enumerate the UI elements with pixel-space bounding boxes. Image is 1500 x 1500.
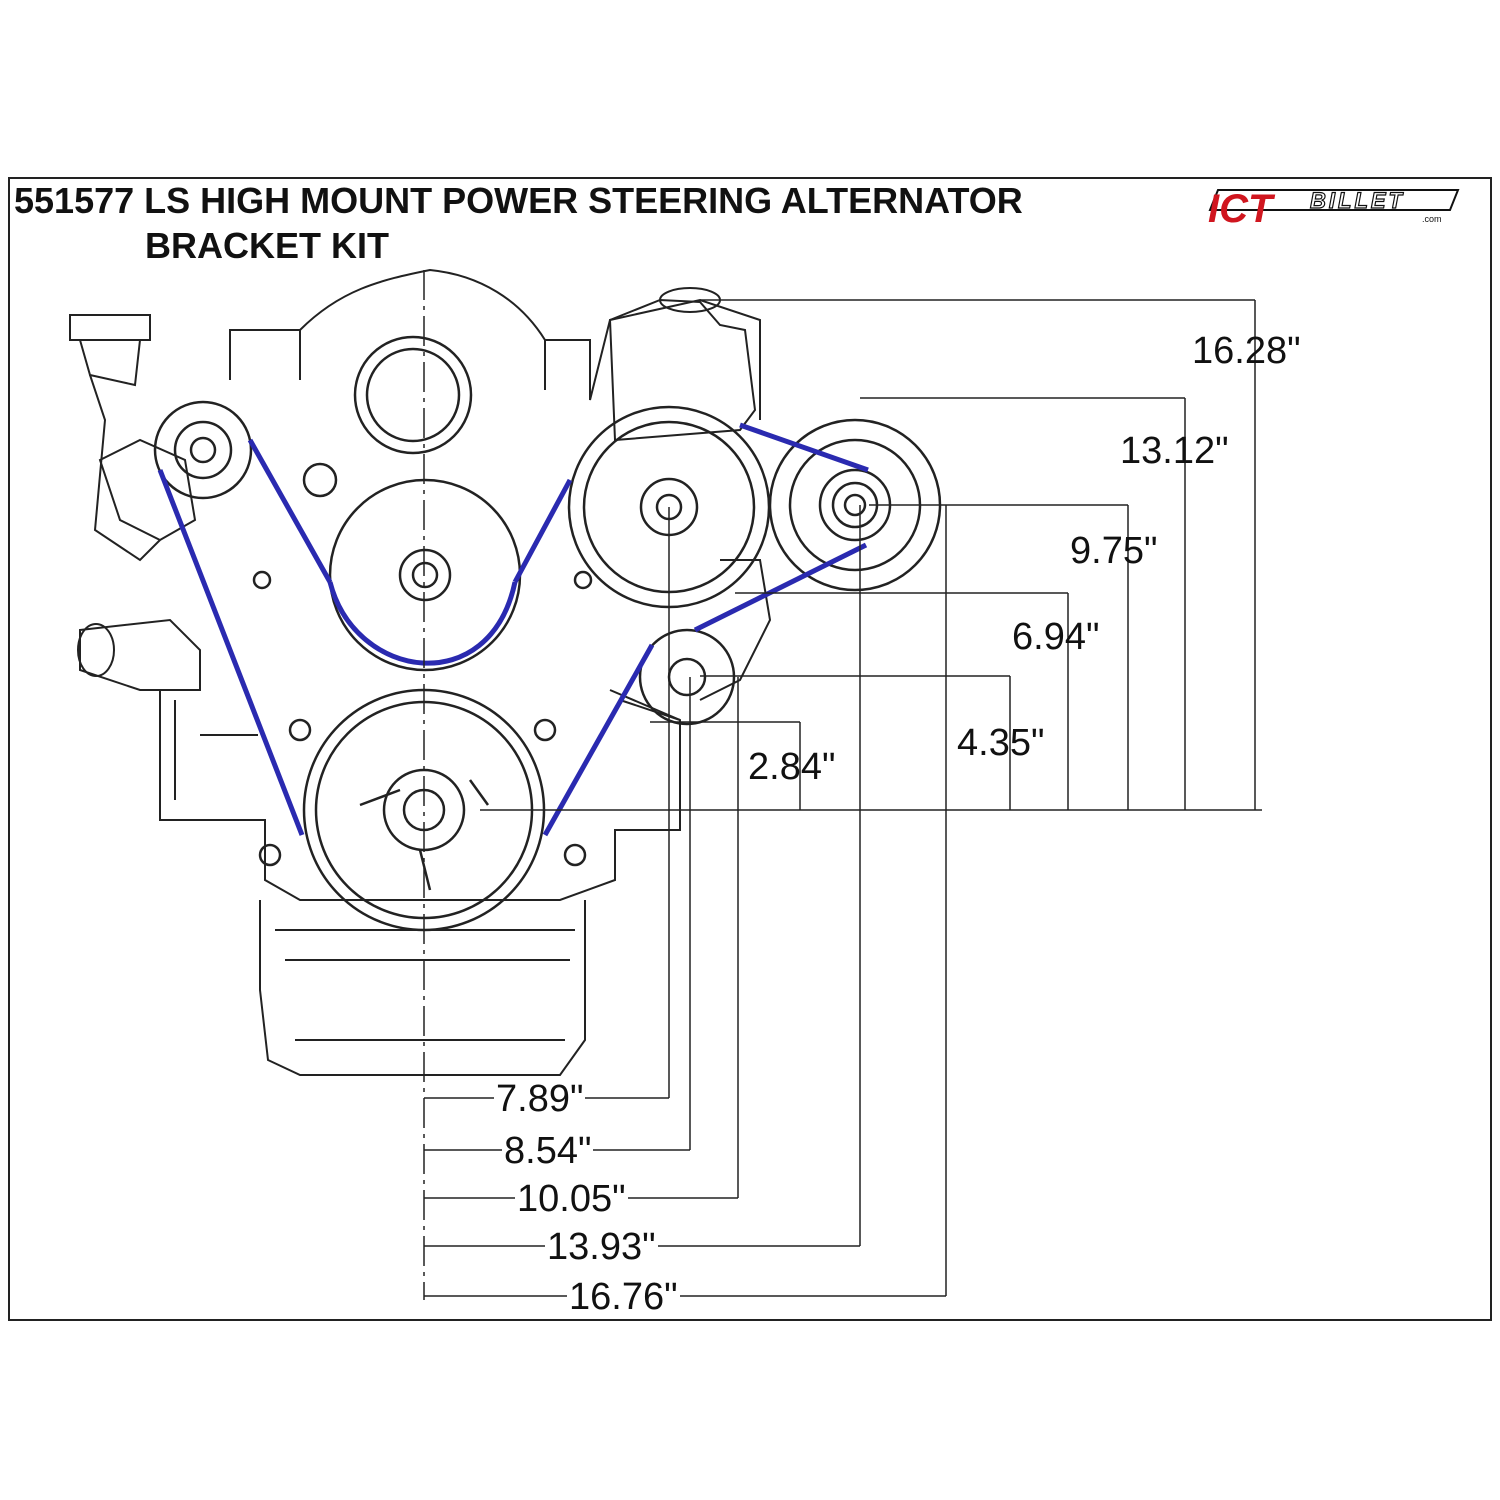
dim-label-horizontal-4: 13.93" — [545, 1226, 658, 1269]
dim-label-horizontal-3: 10.05" — [515, 1178, 628, 1221]
diagram-frame — [8, 177, 1492, 1321]
dim-label-vertical-5: 4.35" — [957, 722, 1045, 764]
idler-pulley — [638, 628, 736, 726]
dim-label-vertical-6: 2.84" — [748, 746, 836, 788]
logo-ict-text: ICT — [1208, 187, 1276, 230]
tensioner-pulley — [153, 400, 253, 500]
dimension-lines — [423, 270, 1262, 1300]
dim-label-horizontal-5: 16.76" — [567, 1276, 680, 1319]
title-line-1: 551577 LS HIGH MOUNT POWER STEERING ALTE… — [14, 180, 1023, 221]
dim-label-horizontal-1: 7.89" — [494, 1078, 586, 1121]
dim-label-vertical-3: 9.75" — [1070, 530, 1158, 572]
logo-billet-text: BILLET — [1310, 188, 1405, 213]
water-pump-pulley — [328, 478, 522, 672]
ict-billet-logo: ICT BILLET .com — [1208, 187, 1460, 230]
throttle-body — [353, 335, 473, 455]
dim-label-vertical-4: 6.94" — [1012, 616, 1100, 658]
engine-outline — [69, 268, 772, 1076]
dim-label-vertical-1: 16.28" — [1192, 330, 1301, 372]
dim-label-vertical-2: 13.12" — [1120, 430, 1229, 472]
title-line-2: BRACKET KIT — [145, 225, 389, 266]
serpentine-belt — [157, 422, 869, 837]
pulley-group — [153, 335, 942, 932]
logo-suffix-text: .com — [1422, 214, 1442, 224]
dim-label-horizontal-2: 8.54" — [502, 1130, 594, 1173]
diagram-title: 551577 LS HIGH MOUNT POWER STEERING ALTE… — [14, 178, 1094, 268]
